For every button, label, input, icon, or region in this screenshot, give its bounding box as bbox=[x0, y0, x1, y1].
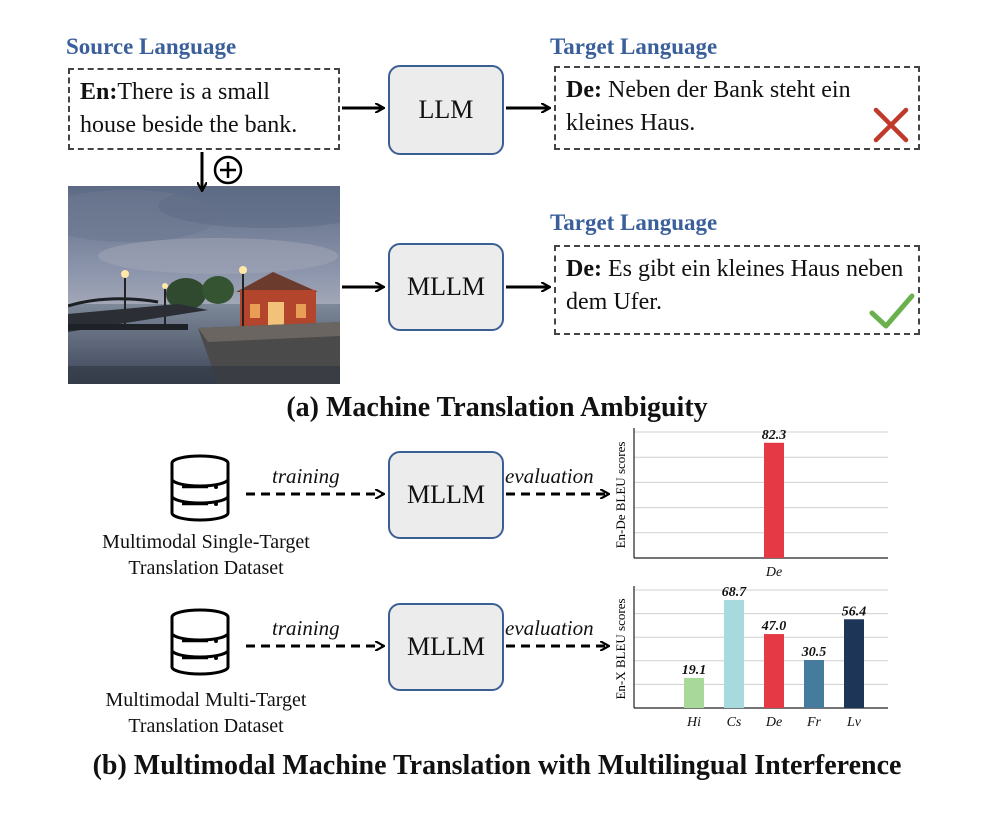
training-label-1: training bbox=[272, 464, 340, 488]
bar-lv bbox=[844, 619, 864, 708]
evaluation-label-1: evaluation bbox=[505, 464, 594, 488]
source-language-heading: Source Language bbox=[66, 34, 237, 59]
bar-de bbox=[764, 442, 784, 558]
data-label-hi: 19.1 bbox=[682, 663, 707, 678]
data-label-de: 82.3 bbox=[762, 428, 787, 443]
mllm-output-prefix: De: bbox=[566, 256, 602, 282]
evaluation-label-2: evaluation bbox=[505, 616, 594, 640]
tick-label-de: De bbox=[765, 715, 782, 730]
llm-box: LLM bbox=[388, 65, 504, 155]
mllm-label-b2: MLLM bbox=[407, 632, 485, 661]
mllm-label-b1: MLLM bbox=[407, 480, 485, 509]
data-label-lv: 56.4 bbox=[842, 604, 867, 619]
data-label-de: 47.0 bbox=[761, 619, 787, 634]
target-language-heading-top: Target Language bbox=[550, 34, 718, 59]
bar-cs bbox=[724, 599, 744, 708]
tick-label-lv: Lv bbox=[846, 715, 862, 730]
tick-label-cs: Cs bbox=[727, 715, 742, 730]
dataset-label-multi-line2: Translation Dataset bbox=[128, 715, 284, 737]
caption-b: (b) Multimodal Machine Translation with … bbox=[92, 750, 902, 781]
dataset-label-single: Multimodal Single-Target Translation Dat… bbox=[50, 529, 362, 581]
source-prefix: En: bbox=[80, 79, 118, 105]
bar-de bbox=[764, 634, 784, 708]
llm-label: LLM bbox=[418, 95, 474, 124]
tick-label-de: De bbox=[765, 565, 782, 580]
source-sentence: There is a small house beside the bank. bbox=[80, 79, 298, 138]
green-check-icon bbox=[869, 293, 915, 329]
database-icon bbox=[170, 608, 230, 676]
llm-output-box: De: Neben der Bank steht ein kleines Hau… bbox=[554, 66, 920, 150]
target-language-heading-bottom: Target Language bbox=[550, 210, 718, 235]
dataset-label-single-line1: Multimodal Single-Target bbox=[102, 531, 310, 553]
red-cross-icon bbox=[873, 107, 909, 143]
dataset-label-multi-line1: Multimodal Multi-Target bbox=[105, 689, 307, 711]
dataset-label-multi: Multimodal Multi-Target Translation Data… bbox=[50, 687, 362, 739]
harbor-photo bbox=[68, 186, 340, 384]
source-sentence-box: En:There is a small house beside the ban… bbox=[68, 68, 340, 150]
mllm-box-a: MLLM bbox=[388, 243, 504, 331]
mllm-output-box: De: Es gibt ein kleines Haus neben dem U… bbox=[554, 245, 920, 335]
mllm-output-text: Es gibt ein kleines Haus neben dem Ufer. bbox=[566, 256, 904, 315]
dataset-label-single-line2: Translation Dataset bbox=[128, 557, 284, 579]
data-label-fr: 30.5 bbox=[801, 645, 827, 660]
bar-chart-en-x: En-X BLEU scores 19.1Hi 68.7Cs 47.0De 30.5Fr… bbox=[613, 585, 888, 730]
mllm-box-b2: MLLM bbox=[388, 603, 504, 691]
bar-hi bbox=[684, 677, 704, 708]
bar-chart-en-de: En-De BLEU scores 82.3De bbox=[613, 428, 888, 580]
mllm-label-a: MLLM bbox=[407, 272, 485, 301]
y-axis-label: En-De BLEU scores bbox=[613, 442, 628, 549]
llm-output-prefix: De: bbox=[566, 77, 602, 103]
caption-a: (a) Machine Translation Ambiguity bbox=[286, 392, 708, 423]
llm-output-text: Neben der Bank steht ein kleines Haus. bbox=[566, 77, 851, 136]
mllm-box-b1: MLLM bbox=[388, 451, 504, 539]
bar-fr bbox=[804, 660, 824, 708]
tick-label-hi: Hi bbox=[686, 715, 701, 730]
data-label-cs: 68.7 bbox=[722, 585, 748, 600]
training-label-2: training bbox=[272, 616, 340, 640]
circled-plus-icon bbox=[213, 155, 243, 185]
database-icon bbox=[170, 454, 230, 522]
y-axis-label: En-X BLEU scores bbox=[613, 598, 628, 699]
tick-label-fr: Fr bbox=[806, 715, 822, 730]
